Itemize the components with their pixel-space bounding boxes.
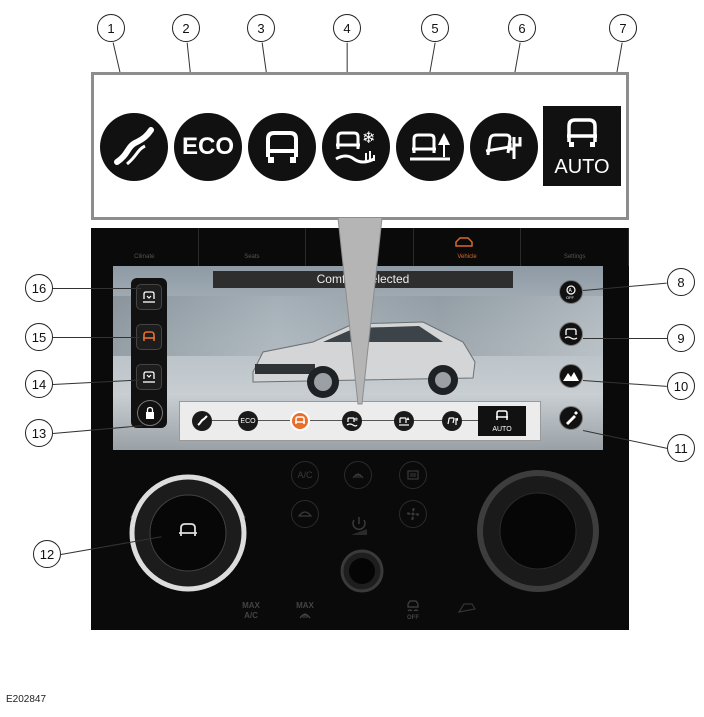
callout-1: 1 — [97, 14, 125, 42]
zoom-connector — [337, 218, 383, 405]
rear-defrost-button[interactable] — [399, 461, 427, 489]
callout-7: 7 — [609, 14, 637, 42]
strip-eco-icon[interactable]: ECO — [238, 411, 258, 431]
strip-auto-icon[interactable]: AUTO — [478, 406, 526, 436]
tab-climate[interactable]: Climate — [91, 228, 199, 266]
terrain-response-button[interactable] — [136, 324, 162, 350]
tab-vehicle[interactable]: Vehicle — [414, 228, 522, 266]
tab-climate-label: Climate — [134, 254, 155, 260]
callout-10: 10 — [667, 372, 695, 400]
svg-text:A: A — [569, 288, 573, 294]
strip-mud-ruts-icon[interactable] — [394, 411, 414, 431]
max-ac-label[interactable]: MAX A/C — [242, 601, 260, 620]
wade-sensing-button[interactable] — [559, 322, 583, 346]
svg-text:OFF: OFF — [566, 295, 575, 300]
terrain-button[interactable] — [559, 364, 583, 388]
right-rotary-knob[interactable] — [473, 466, 603, 596]
mode-selector-strip: ECO ❄ AUTO — [179, 401, 541, 441]
callout-4: 4 — [333, 14, 361, 42]
traction-off-label: OFF — [407, 615, 419, 621]
tab-bar: Climate Seats Vehicle Settings — [91, 228, 629, 266]
callout-11: 11 — [667, 434, 695, 462]
figure-id: E202847 — [6, 694, 47, 705]
eco-mode-icon: ECO — [174, 113, 242, 181]
callout-13: 13 — [25, 419, 53, 447]
sand-mode-icon — [470, 113, 538, 181]
dynamic-mode-icon — [100, 113, 168, 181]
traction-control-icon — [407, 600, 419, 612]
heated-wheel-icon[interactable] — [456, 600, 478, 616]
fan-button[interactable] — [399, 500, 427, 528]
lock-button[interactable] — [137, 400, 163, 426]
tab-blank[interactable] — [306, 228, 414, 266]
strip-comfort-icon[interactable] — [290, 411, 310, 431]
callout-3: 3 — [247, 14, 275, 42]
svg-text:❄: ❄ — [362, 130, 375, 147]
volume-knob[interactable] — [339, 548, 385, 594]
power-icon[interactable] — [347, 513, 371, 537]
callout-14: 14 — [25, 370, 53, 398]
svg-text:❄: ❄ — [354, 417, 358, 423]
auto-label: AUTO — [554, 156, 610, 178]
left-rotary-knob[interactable] — [113, 458, 263, 608]
ac-button[interactable]: A/C — [291, 461, 319, 489]
tab-seats-label: Seats — [244, 254, 260, 260]
eco-label: ECO — [181, 133, 234, 160]
max-defrost-button[interactable]: MAX — [285, 601, 325, 622]
ac-label: A/C — [297, 470, 313, 480]
tab-settings-label: Settings — [563, 254, 586, 260]
callout-6: 6 — [508, 14, 536, 42]
strip-dynamic-icon[interactable] — [192, 411, 212, 431]
tab-vehicle-label: Vehicle — [457, 254, 477, 260]
all-terrain-progress-control-button[interactable] — [136, 364, 162, 390]
recirculation-button[interactable] — [291, 500, 319, 528]
strip-sand-icon[interactable] — [442, 411, 462, 431]
tab-seats[interactable]: Seats — [199, 228, 307, 266]
max-defrost-icon — [299, 613, 311, 619]
strip-auto-label: AUTO — [492, 426, 512, 433]
traction-control-off-button[interactable]: OFF — [398, 599, 428, 621]
configurable-mode-button[interactable] — [559, 406, 583, 430]
callout-12: 12 — [33, 540, 61, 568]
max-defrost-label: MAX — [296, 601, 314, 610]
strip-grass-gravel-snow-icon[interactable]: ❄ — [342, 411, 362, 431]
callout-8: 8 — [667, 268, 695, 296]
auto-mode-icon: AUTO — [543, 106, 621, 186]
callout-5: 5 — [421, 14, 449, 42]
grass-gravel-snow-icon: ❄ — [322, 113, 390, 181]
vehicle-tab-icon — [455, 237, 473, 247]
tab-settings[interactable]: Settings — [521, 228, 629, 266]
callout-2: 2 — [172, 14, 200, 42]
front-defrost-button[interactable] — [344, 461, 372, 489]
callout-15: 15 — [25, 323, 53, 351]
mud-ruts-icon — [396, 113, 464, 181]
strip-eco-label: ECO — [240, 417, 256, 425]
comfort-mode-icon — [248, 113, 316, 181]
callout-16: 16 — [25, 274, 53, 302]
callout-9: 9 — [667, 324, 695, 352]
